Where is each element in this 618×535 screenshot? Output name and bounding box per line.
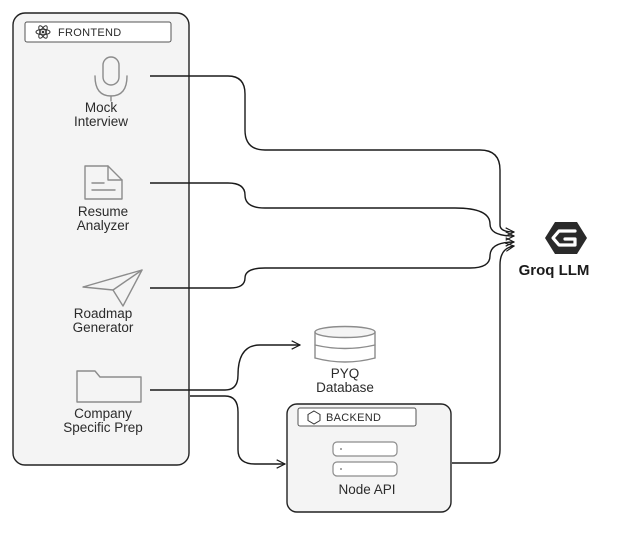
edge-resume-analyzer-to-groq [150, 182, 514, 236]
groq-llm[interactable]: Groq LLM [519, 222, 590, 279]
nodejs-icon [307, 410, 321, 425]
folder-icon [76, 370, 142, 403]
connectors [150, 75, 514, 464]
company-prep-label-line1: Company [74, 406, 132, 421]
edge-roadmap-generator-to-groq [150, 242, 514, 289]
server-icon [332, 441, 398, 477]
microphone-icon [94, 56, 128, 102]
groq-logo-icon [545, 222, 587, 254]
pyq-database[interactable]: PYQ Database [314, 325, 376, 396]
edge-company-prep-to-database [150, 345, 300, 391]
edge-mock-interview-to-groq [150, 75, 514, 232]
backend-badge-label: BACKEND [326, 412, 381, 424]
frontend-item-resume-analyzer[interactable]: Resume Analyzer [77, 165, 130, 233]
frontend-badge-label: FRONTEND [58, 27, 122, 39]
document-icon [84, 165, 123, 200]
resume-analyzer-label-line1: Resume [78, 204, 128, 219]
database-icon [314, 325, 376, 363]
pyq-database-label-line1: PYQ [331, 366, 360, 381]
frontend-item-mock-interview[interactable]: Mock Interview [74, 56, 128, 129]
roadmap-generator-label-line2: Generator [73, 320, 134, 335]
frontend-item-roadmap-generator[interactable]: Roadmap Generator [73, 269, 143, 335]
mock-interview-label-line1: Mock [85, 100, 118, 115]
frontend-panel: FRONTEND Mock Interview Resume Analyzer [12, 12, 190, 466]
edge-company-prep-to-backend [190, 395, 285, 464]
react-icon [35, 25, 51, 39]
frontend-item-company-specific-prep[interactable]: Company Specific Prep [63, 370, 143, 435]
company-prep-label-line2: Specific Prep [63, 420, 143, 435]
resume-analyzer-label-line2: Analyzer [77, 218, 130, 233]
groq-llm-label: Groq LLM [519, 262, 590, 279]
paper-plane-icon [82, 269, 143, 307]
backend-badge: BACKEND [297, 407, 417, 427]
roadmap-generator-label-line1: Roadmap [74, 306, 133, 321]
node-api-label: Node API [338, 482, 395, 497]
edge-backend-to-groq [452, 246, 514, 464]
mock-interview-label-line2: Interview [74, 114, 128, 129]
backend-panel: BACKEND Node API [286, 403, 452, 513]
frontend-badge: FRONTEND [24, 21, 172, 43]
pyq-database-label-line2: Database [316, 380, 374, 395]
